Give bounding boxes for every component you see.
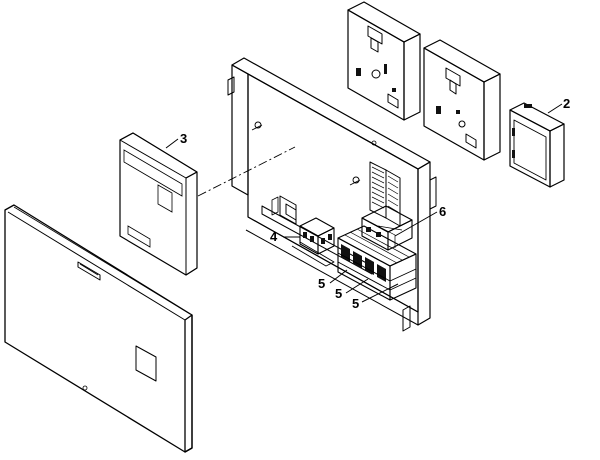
callout-2: 2: [563, 96, 570, 111]
outlet-unit-a: [347, 1, 421, 121]
unit-2: [509, 102, 565, 188]
component-4: [291, 217, 335, 267]
callout-6: 6: [439, 204, 446, 219]
component-6: [361, 205, 413, 251]
leader-lines: [165, 103, 563, 303]
callout-5-lower: 5: [352, 296, 359, 311]
callout-4: 4: [270, 229, 278, 244]
terminal-strip: [369, 161, 401, 227]
module-3: [119, 132, 198, 276]
callout-5-upper: 5: [318, 276, 325, 291]
callout-5-middle: 5: [335, 286, 342, 301]
mounting-bracket: [271, 195, 297, 225]
component-5: [337, 225, 417, 301]
outlet-unit-b: [423, 39, 501, 161]
front-cover: [4, 204, 193, 453]
assembly-axis-line: [197, 146, 296, 197]
callout-3: 3: [180, 131, 187, 146]
back-enclosure: [227, 57, 437, 332]
